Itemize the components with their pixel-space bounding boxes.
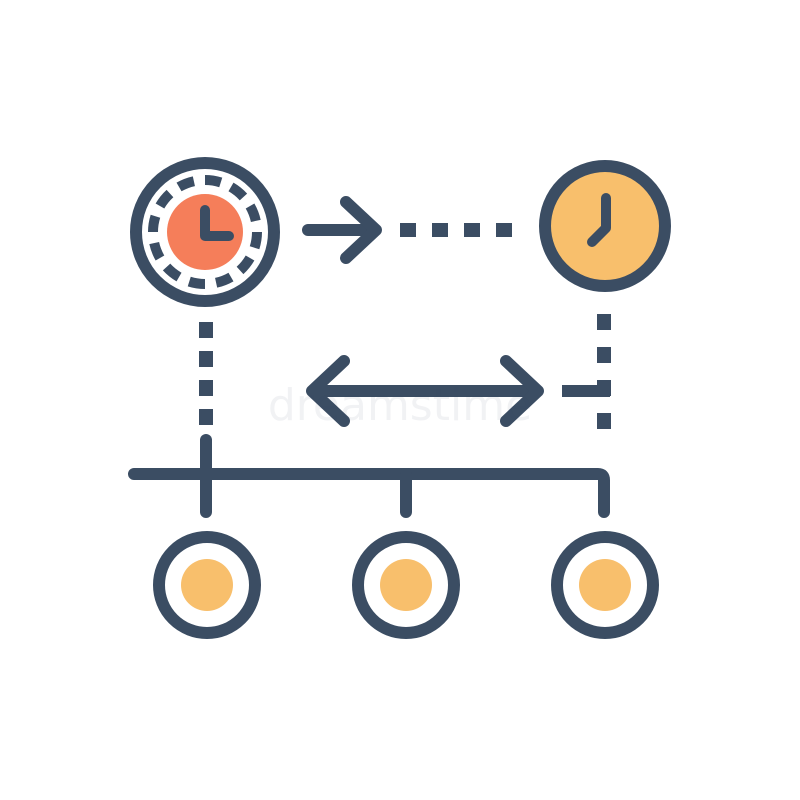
timeline-branch: [128, 434, 610, 518]
timeline-node: [153, 531, 261, 639]
watermark: dreamstime: [268, 380, 532, 431]
timeline-node: [352, 531, 460, 639]
clock-icon: [539, 160, 671, 292]
double-arrow-icon: [306, 355, 544, 427]
clock-hands: [587, 193, 611, 247]
timeline-node: [551, 531, 659, 639]
right-arrow-icon: [302, 196, 382, 264]
gear-teeth: [148, 175, 262, 289]
gear-clock-icon: [130, 157, 280, 307]
clock-hands: [200, 205, 234, 241]
